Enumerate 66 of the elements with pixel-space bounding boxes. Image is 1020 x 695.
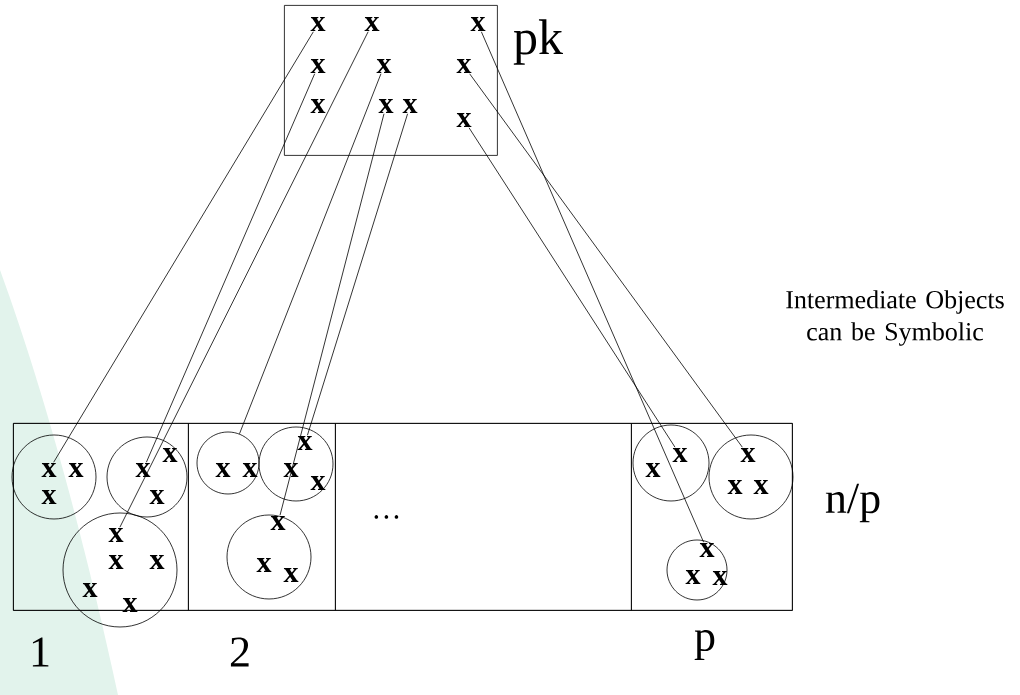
x-mark: x <box>242 463 258 477</box>
x-mark: x <box>402 99 418 113</box>
x-mark: x <box>149 555 165 569</box>
connector-line <box>481 31 705 543</box>
x-mark: x <box>68 463 84 477</box>
x-mark: x <box>310 99 326 113</box>
note-text: Intermediate Objects can be Symbolic <box>786 290 1004 346</box>
group-circle <box>226 514 312 600</box>
group-circle <box>258 426 334 502</box>
x-mark: x <box>740 448 756 462</box>
x-mark: x <box>215 463 231 477</box>
partition-box: … <box>335 423 632 611</box>
group-circle <box>196 431 260 495</box>
x-mark: x <box>685 570 701 584</box>
x-mark: x <box>456 59 472 73</box>
connector-line <box>469 73 743 448</box>
group-circle <box>106 436 188 518</box>
connector-line <box>468 127 676 448</box>
x-mark: x <box>256 558 272 572</box>
x-mark: x <box>82 583 98 597</box>
group-circle <box>632 424 710 502</box>
x-mark: x <box>108 528 124 542</box>
group-circle <box>708 434 794 520</box>
x-mark: x <box>135 463 151 477</box>
box-label: pk <box>513 19 563 65</box>
connector-line <box>279 113 385 516</box>
x-mark: x <box>310 476 326 490</box>
x-mark: x <box>41 463 57 477</box>
x-mark: x <box>456 113 472 127</box>
connector-line <box>146 73 316 463</box>
partition-box <box>188 423 336 611</box>
x-mark: x <box>470 17 486 31</box>
x-mark: x <box>283 463 299 477</box>
connector-line <box>239 73 382 435</box>
x-mark: x <box>672 448 688 462</box>
partition-box <box>631 423 793 611</box>
group-circle <box>666 539 728 601</box>
x-mark: x <box>149 490 165 504</box>
group-circle <box>62 512 178 628</box>
x-mark: x <box>712 571 728 585</box>
group-circle <box>11 434 97 520</box>
group-box <box>284 5 498 156</box>
x-mark: x <box>364 17 380 31</box>
partition-box <box>13 423 189 611</box>
connector-line <box>53 31 314 463</box>
x-mark: x <box>645 463 661 477</box>
x-mark: x <box>310 17 326 31</box>
connector-line <box>307 113 408 436</box>
x-mark: x <box>283 568 299 582</box>
x-mark: x <box>270 516 286 530</box>
x-mark: x <box>378 99 394 113</box>
box-label: 1 <box>32 637 49 667</box>
connector-line <box>119 31 369 528</box>
x-mark: x <box>122 598 138 612</box>
x-mark: x <box>297 436 313 450</box>
x-mark: x <box>699 543 715 557</box>
box-label: p <box>694 629 715 661</box>
x-mark: x <box>376 59 392 73</box>
box-label: 2 <box>230 637 249 667</box>
x-mark: x <box>108 555 124 569</box>
x-mark: x <box>310 59 326 73</box>
box-label: n/p <box>825 483 880 523</box>
x-mark: x <box>41 490 57 504</box>
x-mark: x <box>162 448 178 462</box>
x-mark: x <box>753 480 769 494</box>
x-mark: x <box>727 480 743 494</box>
